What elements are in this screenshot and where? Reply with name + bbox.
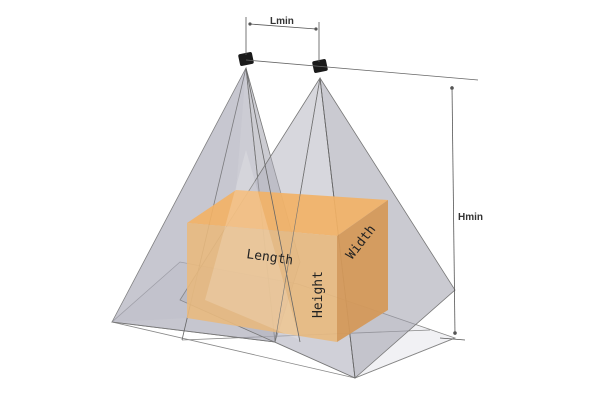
sensor-baseline <box>245 59 479 81</box>
box-object <box>187 150 388 342</box>
height-label: Height <box>311 271 326 318</box>
box-top <box>187 190 388 236</box>
cone-edge <box>245 67 301 343</box>
lmin-dimension <box>245 17 320 62</box>
hmin-dimension <box>439 85 466 341</box>
box-side <box>337 200 388 342</box>
box-front <box>187 223 337 342</box>
hmin-label: Hmin <box>458 212 483 223</box>
length-label: Length <box>245 247 294 268</box>
sensor-left-icon <box>238 52 254 66</box>
lmin-label: Lmin <box>270 16 294 27</box>
